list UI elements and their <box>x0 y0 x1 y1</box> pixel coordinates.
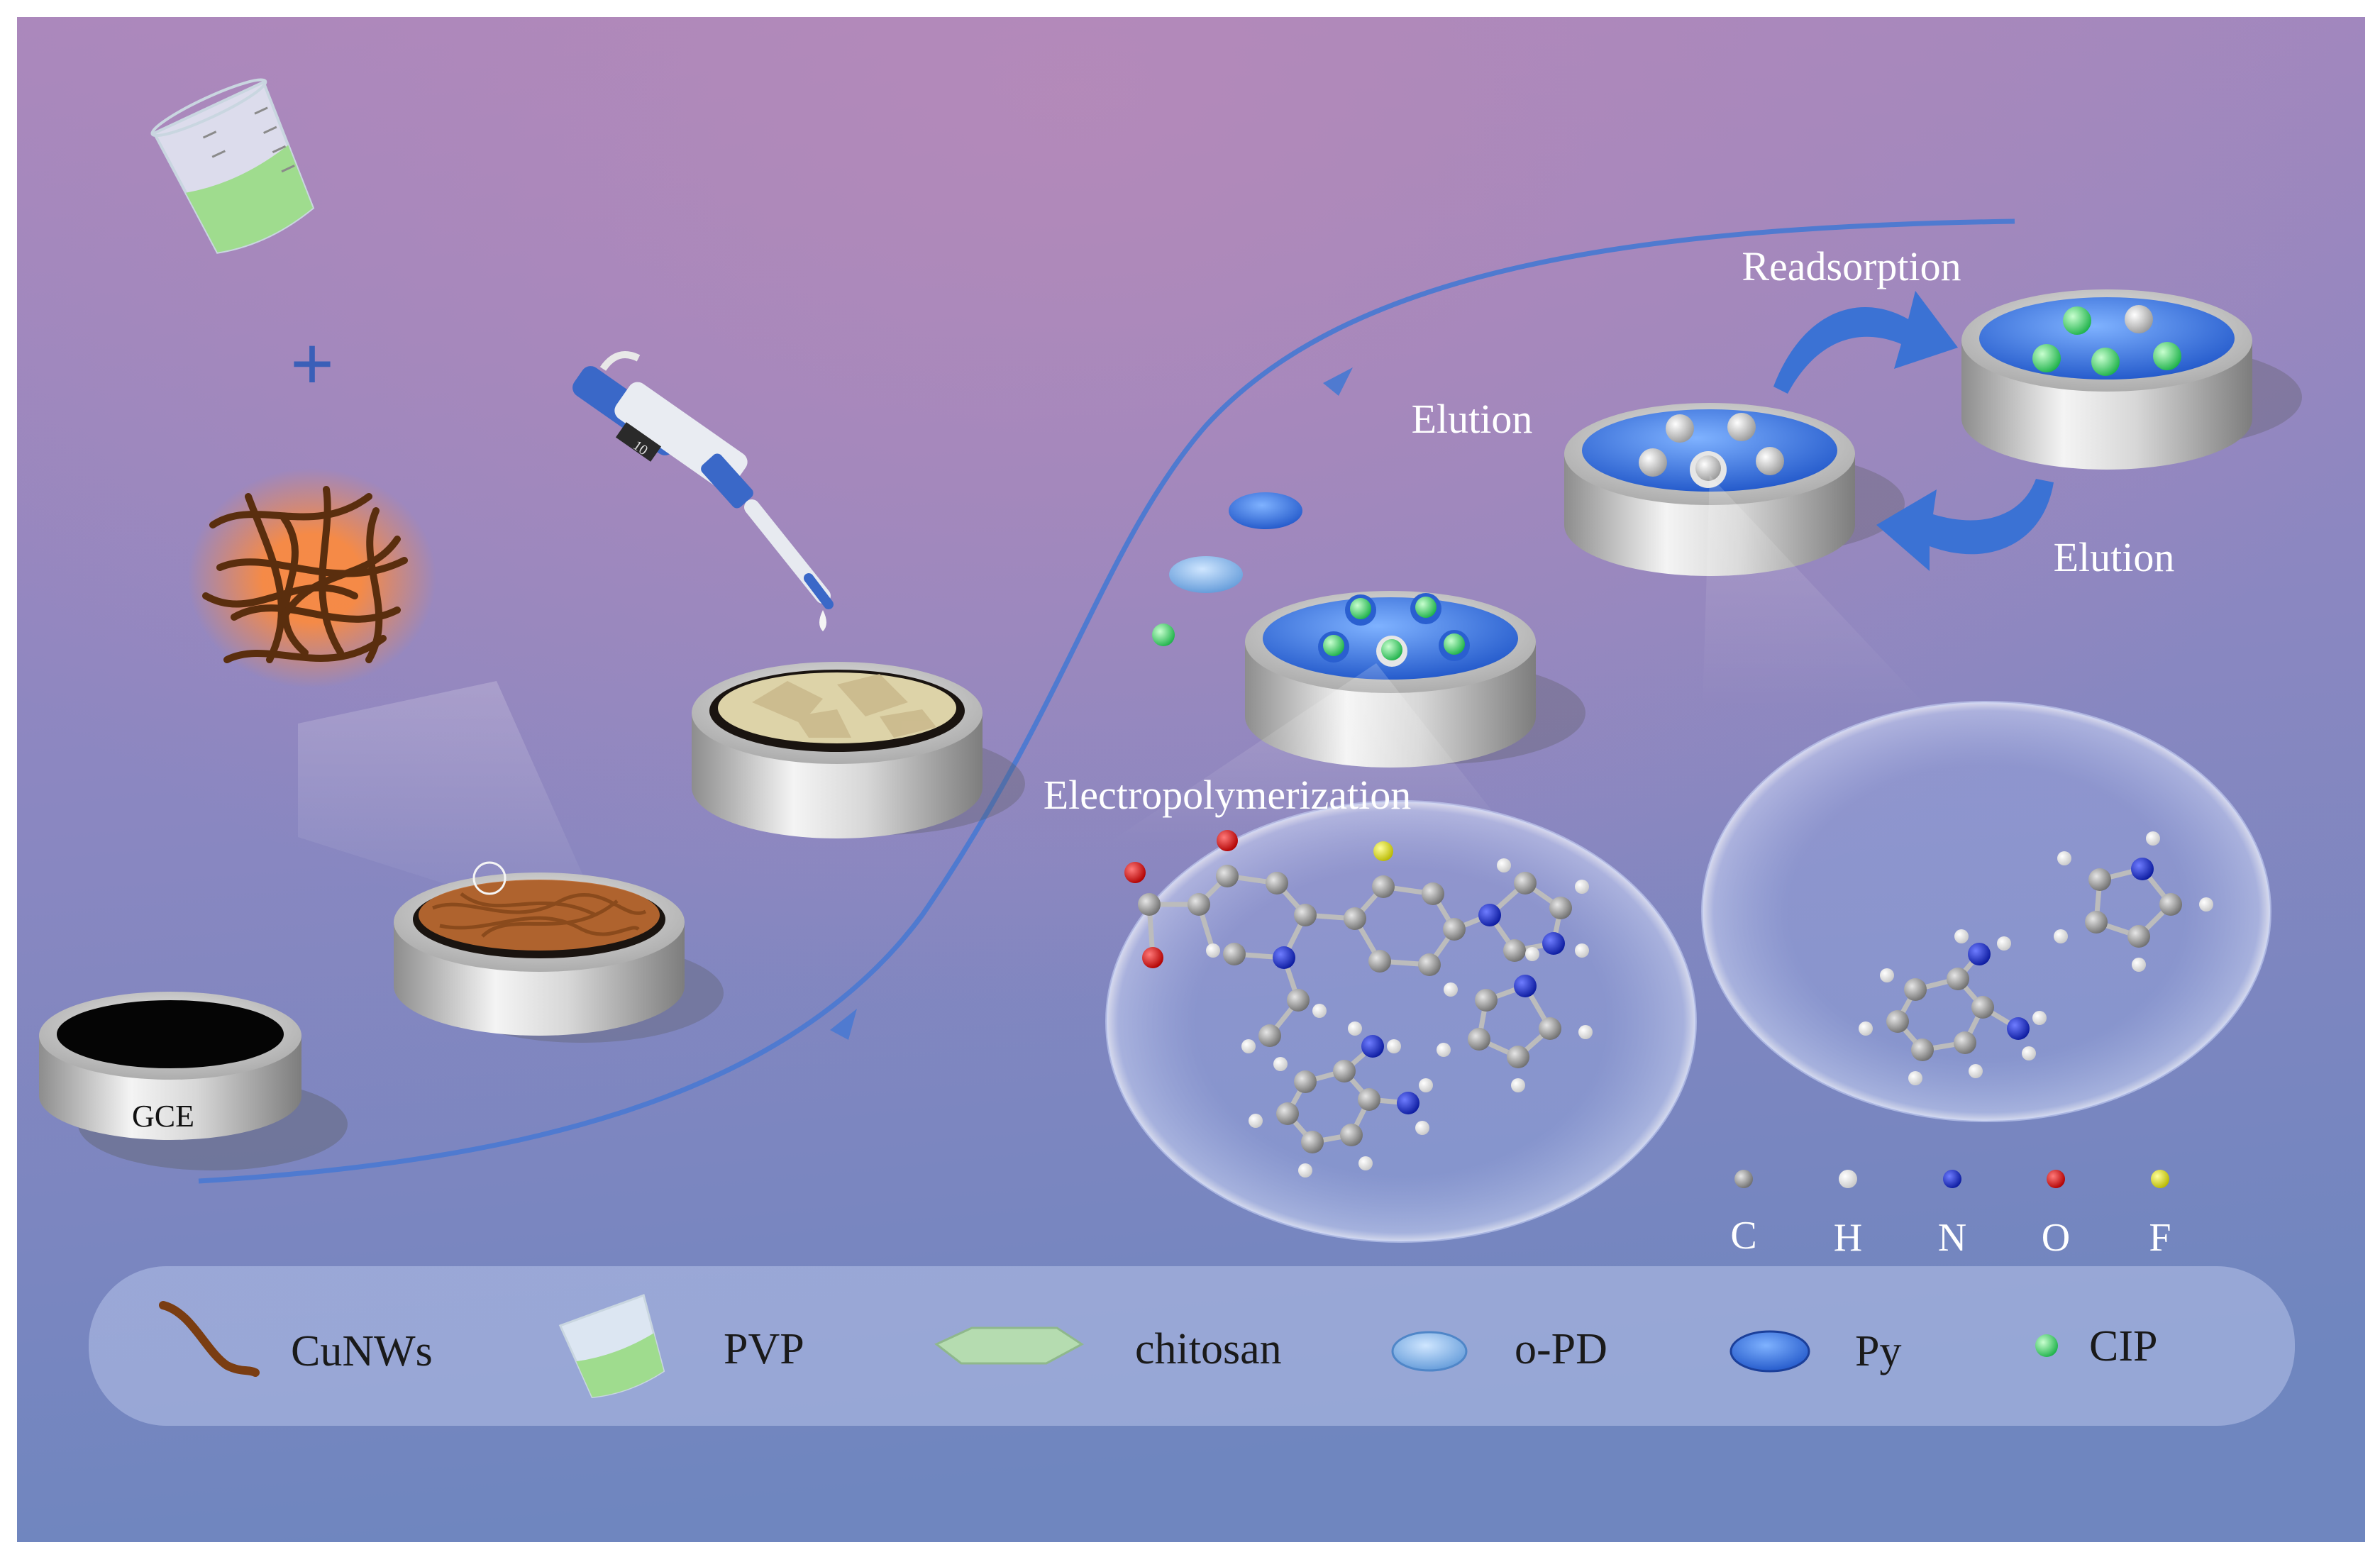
readsorption-arrow <box>1773 291 1958 394</box>
atom-label-c: C <box>1730 1214 1756 1258</box>
atom-legend: C H N O F <box>1730 1170 2171 1260</box>
chitosan-modified-electrode <box>692 662 1025 838</box>
py-particle <box>1229 492 1302 529</box>
nitrogen-atom-icon <box>1943 1170 1961 1188</box>
elution-label-top: Elution <box>1412 396 1533 442</box>
legend-label-pvp: PVP <box>724 1325 804 1373</box>
legend-label-py: Py <box>1855 1327 1901 1375</box>
atom-label-n: N <box>1938 1216 1966 1260</box>
pipette-icon: 10 <box>572 351 834 631</box>
elution-arrow <box>1876 479 2054 571</box>
legend-label-chitosan: chitosan <box>1135 1325 1282 1373</box>
gce-electrode: GCE <box>39 992 348 1170</box>
readsorption-label: Readsorption <box>1742 243 1961 289</box>
electropolymerization-label: Electropolymerization <box>1044 772 1412 818</box>
molecular-view-imprint-bubble <box>1701 701 2271 1122</box>
flow-arrowhead-lower <box>830 1009 857 1040</box>
flow-arrowhead-upper <box>1323 367 1353 396</box>
elution-label-right: Elution <box>2054 534 2175 580</box>
opd-ellipse-icon <box>1391 1331 1468 1372</box>
process-flow-arrow <box>198 218 2015 1184</box>
copper-nanowire-cluster <box>188 468 436 688</box>
legend-label-cunws: CuNWs <box>291 1327 433 1375</box>
gce-label: GCE <box>132 1099 194 1134</box>
oxygen-atom-icon <box>2047 1170 2065 1188</box>
cunw-modified-electrode <box>394 861 724 1043</box>
atom-label-h: H <box>1834 1216 1862 1260</box>
mip-electrode-eluted <box>1564 403 1905 576</box>
plus-sign: + <box>290 321 335 407</box>
carbon-atom-icon <box>1734 1170 1753 1188</box>
chitosan-sheet-icon <box>934 1326 1084 1365</box>
hydrogen-atom-icon <box>1839 1170 1857 1188</box>
legend-label-cip: CIP <box>2089 1322 2157 1370</box>
copper-nanowire-icon <box>159 1301 260 1377</box>
legend-label-opd: o-PD <box>1515 1325 1607 1373</box>
atom-label-f: F <box>2149 1216 2171 1260</box>
material-legend: CuNWs PVP chitosan o-PD Py CIP <box>89 1266 2295 1426</box>
opd-particle <box>1169 556 1243 593</box>
cip-particle <box>1152 624 1175 646</box>
atom-label-o: O <box>2042 1216 2070 1260</box>
fluorine-atom-icon <box>2151 1170 2169 1188</box>
beaker-icon <box>558 1294 665 1399</box>
pvp-beaker <box>150 78 315 254</box>
cip-sphere-icon <box>2035 1334 2058 1357</box>
py-ellipse-icon <box>1729 1330 1810 1373</box>
mip-electrode-readsorbed <box>1961 289 2302 470</box>
molecular-view-template-bubble <box>1105 800 1697 1243</box>
